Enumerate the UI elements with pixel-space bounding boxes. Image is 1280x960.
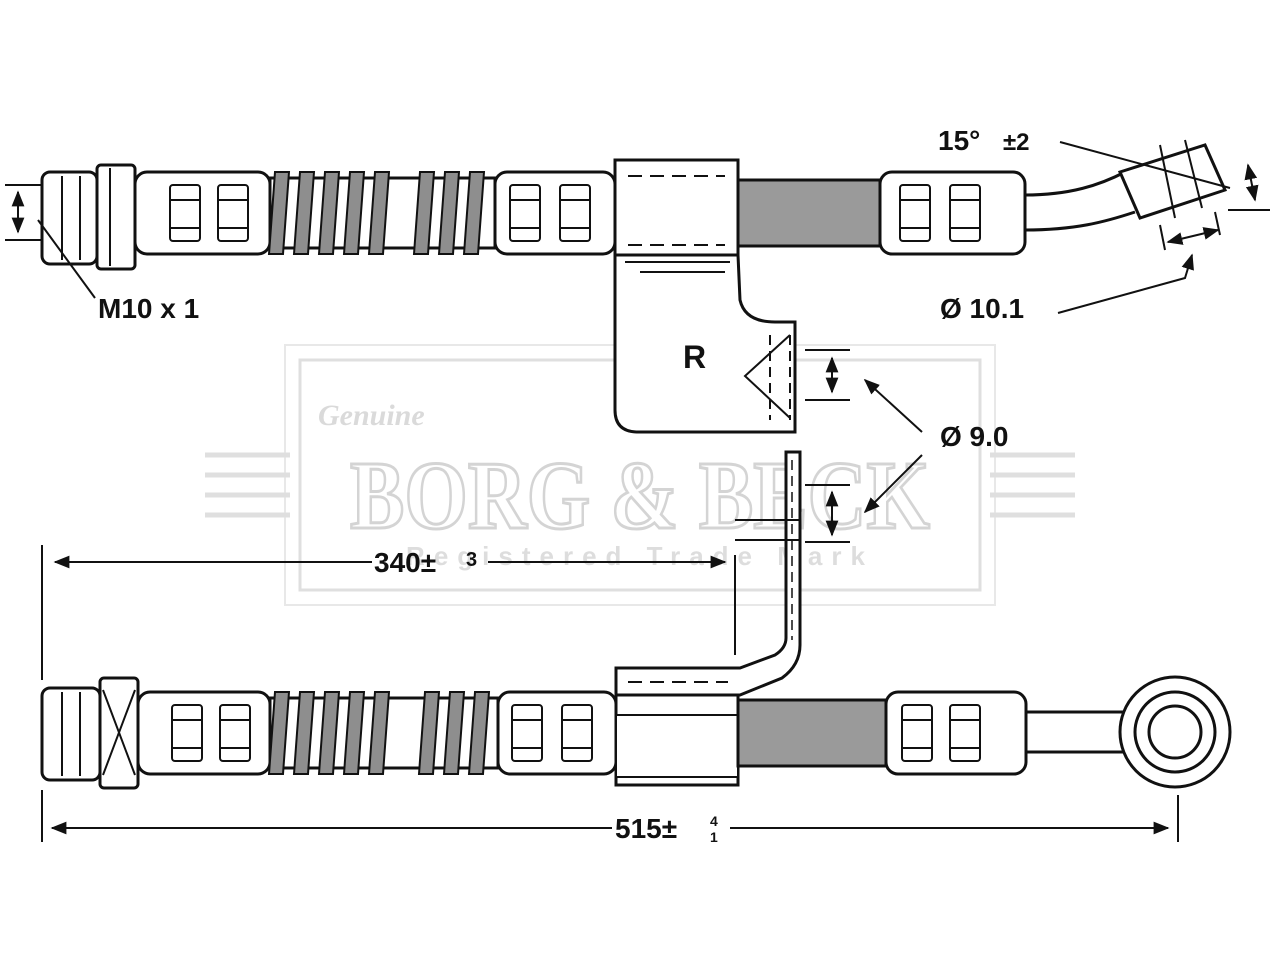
watermark-brand: BORG & BECK — [350, 442, 930, 550]
hole-diameter-label: Ø 9.0 — [940, 421, 1008, 452]
bracket-length-tolerance: 3 — [466, 549, 477, 571]
total-length-tol-lower: 1 — [710, 829, 718, 845]
bracket-letter: R — [683, 339, 706, 375]
bracket-bottom — [614, 450, 802, 697]
total-length-label: 515± — [615, 813, 677, 844]
dimension-lines — [5, 141, 1270, 842]
bracket-length-label: 340± — [374, 547, 436, 578]
watermark-script: Genuine — [318, 399, 425, 432]
top-hose — [40, 139, 1228, 271]
thread-label: M10 x 1 — [98, 293, 199, 324]
bracket-top — [613, 253, 797, 434]
angle-label: 15° — [938, 125, 980, 156]
total-length-tol-upper: 4 — [710, 813, 718, 829]
angle-tolerance: ±2 — [1003, 129, 1030, 156]
tip-diameter-label: Ø 10.1 — [940, 293, 1024, 324]
